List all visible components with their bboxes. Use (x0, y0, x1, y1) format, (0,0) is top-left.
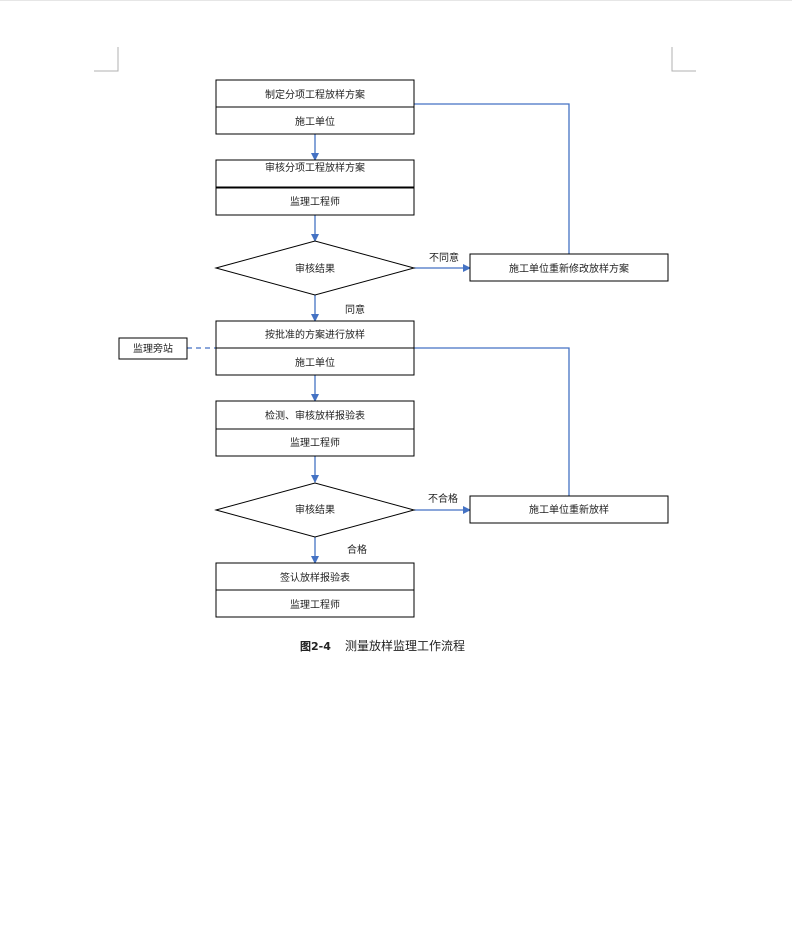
loop-redo-layout-to-step3 (414, 347, 570, 496)
edge-label-agree: 同意 (345, 303, 365, 316)
step-4-box: 检测、审核放样报验表 监理工程师 (215, 400, 415, 457)
decision-2-diamond: 审核结果 (214, 482, 416, 538)
redo-plan-box: 施工单位重新修改放样方案 (469, 253, 669, 282)
step-1-title: 制定分项工程放样方案 (265, 88, 365, 101)
redo-plan-label: 施工单位重新修改放样方案 (509, 262, 629, 275)
edge-label-qualified: 合格 (347, 543, 367, 556)
loop-redo-plan-to-step1 (414, 103, 570, 254)
redo-layout-label: 施工单位重新放样 (529, 503, 609, 516)
decision-2-label: 审核结果 (295, 503, 335, 516)
figure-number: 图2-4 (300, 640, 331, 653)
step-2-box: 审核分项工程放样方案 监理工程师 (215, 159, 415, 216)
edge-label-disagree: 不同意 (429, 251, 459, 264)
step-5-box: 签认放样报验表 监理工程师 (215, 562, 415, 618)
supervision-station-box: 监理旁站 (118, 337, 188, 360)
page-corner-mark-left (94, 47, 119, 72)
page-top-border (0, 0, 792, 1)
page-corner-mark-right (671, 47, 696, 72)
step-5-title: 签认放样报验表 (280, 571, 350, 584)
edge-label-unqualified: 不合格 (428, 492, 458, 505)
decision-1-label: 审核结果 (295, 262, 335, 275)
step-5-role: 监理工程师 (290, 598, 340, 611)
supervision-station-label: 监理旁站 (133, 342, 173, 355)
step-1-box: 制定分项工程放样方案 施工单位 (215, 79, 415, 135)
step-3-role: 施工单位 (295, 356, 335, 369)
step-2-role: 监理工程师 (290, 195, 340, 208)
step-3-title: 按批准的方案进行放样 (265, 328, 365, 341)
step-2-title: 审核分项工程放样方案 (265, 161, 365, 174)
step-4-role: 监理工程师 (290, 436, 340, 449)
decision-1-diamond: 审核结果 (214, 240, 416, 296)
figure-title: 测量放样监理工作流程 (345, 638, 465, 653)
redo-layout-box: 施工单位重新放样 (469, 495, 669, 524)
step-1-role: 施工单位 (295, 115, 335, 128)
step-3-box: 按批准的方案进行放样 施工单位 (215, 320, 415, 376)
step-4-title: 检测、审核放样报验表 (265, 409, 365, 422)
